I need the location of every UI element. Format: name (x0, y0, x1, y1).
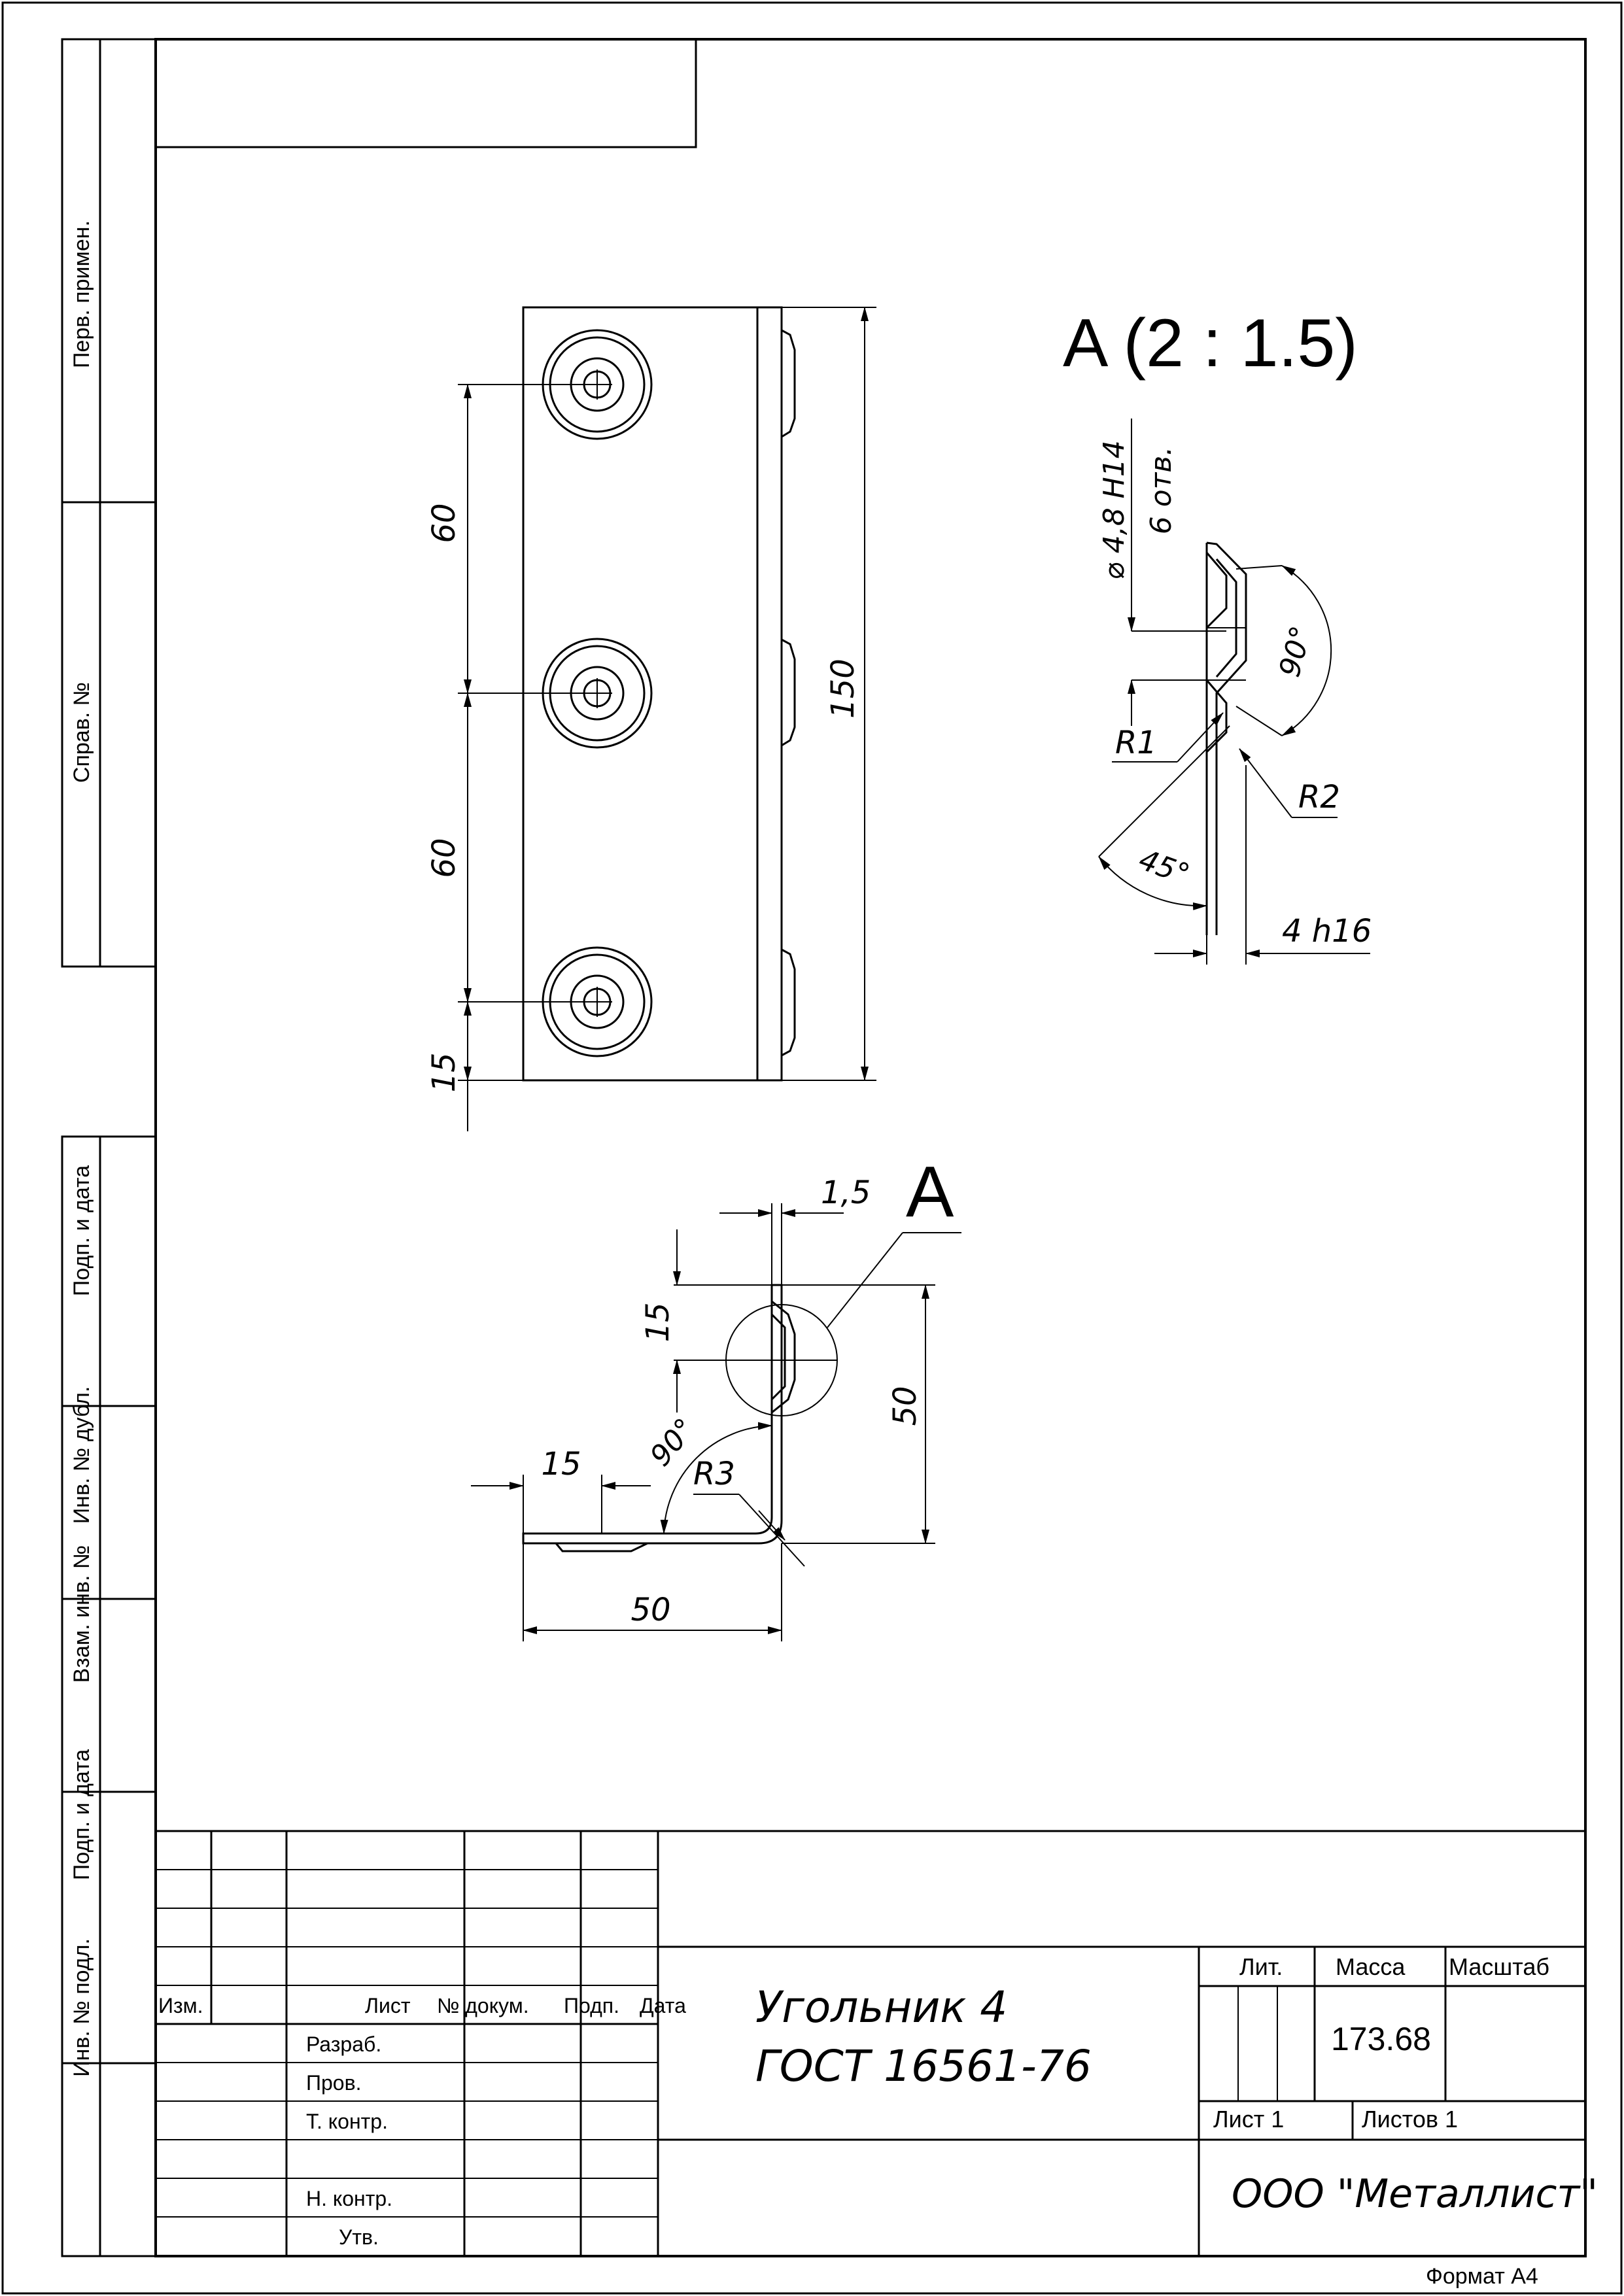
tb-standard: ГОСТ 16561-76 (755, 2041, 1092, 2091)
left-margin-lower (61, 1135, 157, 2257)
label-podp-data-2: Подп. и дата (69, 1749, 94, 1880)
dim-spacing-1: 60 (426, 503, 462, 543)
detail-title: A (2 : 1.5) (1063, 305, 1358, 381)
tb-data: Дата (640, 1994, 686, 2017)
tb-n-kontr: Н. контр. (306, 2187, 392, 2210)
label-sprav-no: Справ. № (69, 682, 94, 783)
tb-massa: Масса (1336, 1953, 1406, 1980)
tb-utv: Утв. (339, 2225, 379, 2249)
stiffening-ribs (781, 329, 796, 1057)
label-perv-primen: Перв. примен. (69, 220, 94, 368)
arc-45 (1098, 856, 1207, 910)
dim-spacing-2: 60 (426, 838, 462, 878)
dim-height-50: 50 (887, 1386, 924, 1426)
dim-angle-90-detail: 90° (1273, 623, 1318, 681)
callout-a: A (906, 1152, 954, 1232)
dim-r1: R1 (1115, 725, 1157, 761)
label-inv-no-podl: Инв. № подл. (69, 1938, 94, 2077)
dim-flange-15-horizontal: 15 (541, 1446, 581, 1482)
left-margin-upper (61, 38, 157, 968)
label-inv-no-dubl: Инв. № дубл. (69, 1386, 94, 1524)
tb-sheets: Листов 1 (1362, 2106, 1458, 2133)
label-podp-data-1: Подп. и дата (69, 1165, 94, 1296)
detail-profile (1205, 541, 1247, 935)
tb-lit: Лит. (1239, 1953, 1283, 1980)
plan-view: 60 60 15 150 (426, 306, 876, 1131)
tb-prov: Пров. (306, 2071, 361, 2095)
tb-no-dokum: № докум. (437, 1994, 529, 2017)
dim-edge-offset: 15 (426, 1052, 462, 1092)
tb-mass-value: 173.68 (1331, 2021, 1431, 2057)
left-margin-labels: Перв. примен. Справ. № Подп. и дата Инв.… (69, 220, 94, 2077)
dim-r3: R3 (693, 1456, 735, 1492)
tb-razrab: Разраб. (306, 2032, 381, 2056)
dim-length: 150 (825, 659, 861, 719)
arc-90-detail (1281, 565, 1332, 736)
dim-flange-15-vertical: 15 (640, 1302, 676, 1342)
format-label: Формат А4 (1426, 2264, 1538, 2289)
dim-angle-45: 45° (1135, 843, 1194, 892)
detail-view-a: A (2 : 1.5) ⌀ 4,8 H14 6 отв. 90° R1 (1063, 305, 1372, 965)
section-view: A 1,5 15 50 90° R3 (471, 1152, 961, 1641)
tb-part-name: Угольник 4 (755, 1982, 1007, 2032)
arc-90-section (660, 1422, 772, 1534)
dim-thickness: 1,5 (821, 1174, 871, 1211)
dim-r2: R2 (1298, 779, 1340, 815)
tb-list: Лист (365, 1994, 411, 2017)
designation-box (154, 38, 697, 148)
dim-hole-count: 6 отв. (1145, 447, 1178, 534)
tb-sheet: Лист 1 (1213, 2106, 1284, 2133)
tb-t-kontr: Т. контр. (306, 2110, 388, 2133)
tb-masshtab: Масштаб (1449, 1953, 1549, 1980)
label-vzam-inv-no: Взам. инв. № (69, 1545, 94, 1683)
tb-company: ООО "Металлист" (1232, 2171, 1598, 2217)
tb-izm: Изм. (158, 1994, 203, 2017)
title-block: Изм. Лист № докум. Подп. Дата Разраб. Пр… (156, 1830, 1598, 2256)
drawing-frame (154, 38, 1587, 2257)
dim-hole-diameter: ⌀ 4,8 H14 (1097, 440, 1131, 580)
dim-depth: 4 h16 (1282, 913, 1372, 950)
tb-podp: Подп. (564, 1994, 619, 2017)
dim-width-50: 50 (631, 1592, 670, 1628)
